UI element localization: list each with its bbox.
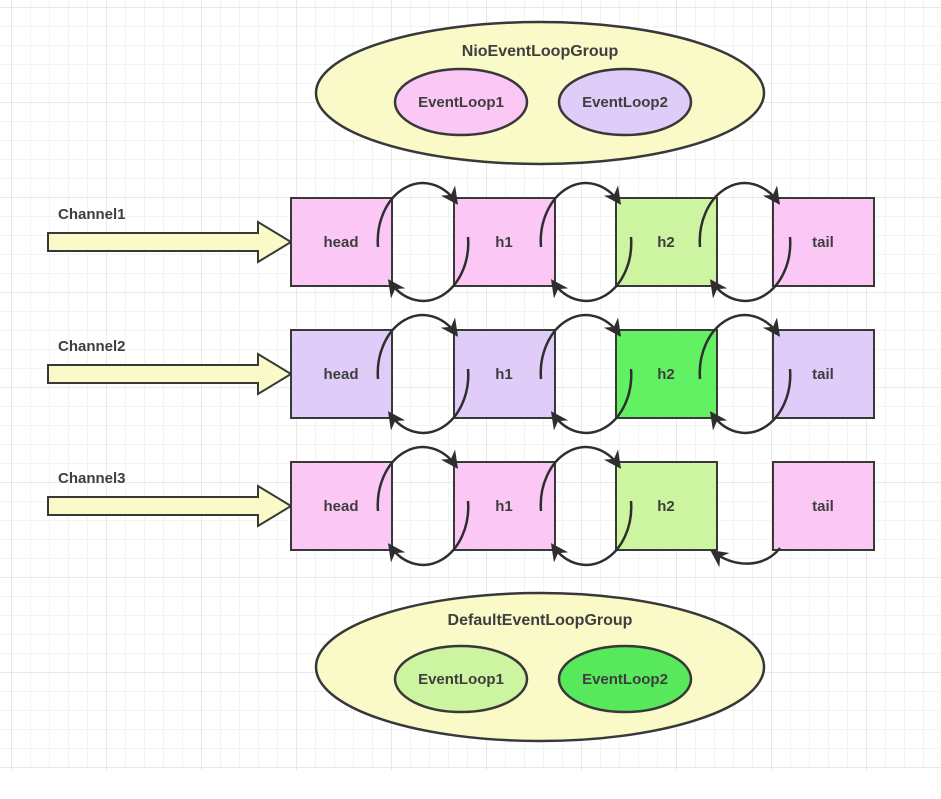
channel-label: Channel3 (58, 470, 126, 487)
handler-box-head (290, 329, 393, 419)
handler-label: h2 (657, 366, 675, 383)
nio-event-loop-group: NioEventLoopGroup EventLoop1 EventLoop2 (314, 20, 766, 166)
link-backward-arc (710, 547, 781, 568)
channel-arrow (47, 352, 293, 396)
handler-box-h1 (453, 197, 556, 287)
channel-1-row: Channel1 head h1 h2 tail (47, 181, 875, 303)
channel-label: Channel2 (58, 338, 126, 355)
handler-box-h1 (453, 461, 556, 551)
default-event-loop-2-label: EventLoop2 (582, 671, 668, 688)
handler-label: tail (812, 366, 834, 383)
nio-event-loop-2-label: EventLoop2 (582, 94, 668, 111)
link-backward-arc (387, 500, 470, 567)
link-forward-arc (698, 313, 781, 380)
handler-box-tail (772, 461, 875, 551)
nio-event-loop-1-ellipse (393, 67, 529, 137)
link-backward-arc (550, 236, 633, 303)
handler-box-h2 (615, 461, 718, 551)
link-backward-arc (709, 368, 792, 435)
link-forward-arc (539, 181, 622, 248)
link-forward-arc (376, 313, 459, 380)
handler-label: h2 (657, 498, 675, 515)
link-forward-arc (539, 313, 622, 380)
handler-box-h1 (453, 329, 556, 419)
link-backward-arc (387, 368, 470, 435)
handler-box-tail (772, 329, 875, 419)
link-forward-arc (376, 181, 459, 248)
link-forward-arc (539, 445, 622, 512)
default-event-loop-group: DefaultEventLoopGroup EventLoop1 EventLo… (314, 591, 766, 743)
channel-3-row: Channel3 head h1 h2 tail (47, 445, 875, 568)
link-backward-arc (550, 368, 633, 435)
nio-event-loop-2-ellipse (557, 67, 693, 137)
handler-label: head (323, 234, 358, 251)
handler-label: head (323, 498, 358, 515)
nio-event-loop-1-label: EventLoop1 (418, 94, 504, 111)
link-forward-arc (376, 445, 459, 512)
default-event-loop-1-ellipse (393, 644, 529, 714)
handler-label: h2 (657, 234, 675, 251)
handler-label: tail (812, 498, 834, 515)
handler-box-head (290, 197, 393, 287)
link-backward-arc (550, 500, 633, 567)
handler-label: tail (812, 234, 834, 251)
default-event-loop-1-label: EventLoop1 (418, 671, 504, 688)
handler-box-head (290, 461, 393, 551)
nio-group-label: NioEventLoopGroup (462, 43, 619, 60)
handler-label: h1 (495, 498, 513, 515)
link-backward-arc (387, 236, 470, 303)
default-group-label: DefaultEventLoopGroup (448, 612, 633, 629)
handler-label: h1 (495, 366, 513, 383)
handler-label: head (323, 366, 358, 383)
default-event-loop-2-ellipse (557, 644, 693, 714)
channel-arrow (47, 484, 293, 528)
channel-2-row: Channel2 head h1 h2 tail (47, 313, 875, 435)
link-forward-arc (698, 181, 781, 248)
channel-label: Channel1 (58, 206, 126, 223)
link-backward-arc (709, 236, 792, 303)
channel-arrow (47, 220, 293, 264)
handler-label: h1 (495, 234, 513, 251)
